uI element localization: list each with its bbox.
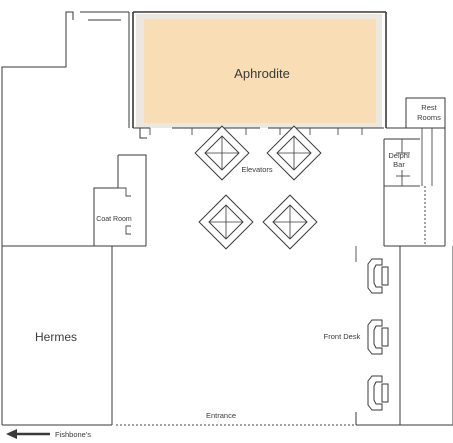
front-desk-label: Front Desk (324, 332, 361, 341)
rest-rooms-label-line2: Rooms (417, 113, 441, 122)
room-aphrodite[interactable]: Aphrodite (136, 14, 382, 128)
aphrodite-fill (144, 19, 376, 123)
coat-room-label: Coat Room (96, 216, 132, 223)
left-arrow-icon (6, 429, 50, 439)
elevators[interactable]: Elevators (194, 125, 322, 250)
walls (1, 11, 453, 426)
front-desk[interactable]: Front Desk (324, 258, 389, 411)
rest-rooms-label-line1: Rest (421, 103, 437, 112)
fishbones-label: Fishbone's (55, 430, 91, 439)
fishbones-direction[interactable]: Fishbone's (6, 429, 91, 439)
delphi-bar-label-line2: Bar (393, 160, 405, 169)
elevators-label: Elevators (241, 165, 273, 174)
aphrodite-label: Aphrodite (234, 66, 290, 81)
delphi-bar-label-line1: Delphi (388, 151, 410, 160)
hermes-label: Hermes (35, 330, 77, 344)
entrance-label: Entrance (206, 411, 236, 420)
